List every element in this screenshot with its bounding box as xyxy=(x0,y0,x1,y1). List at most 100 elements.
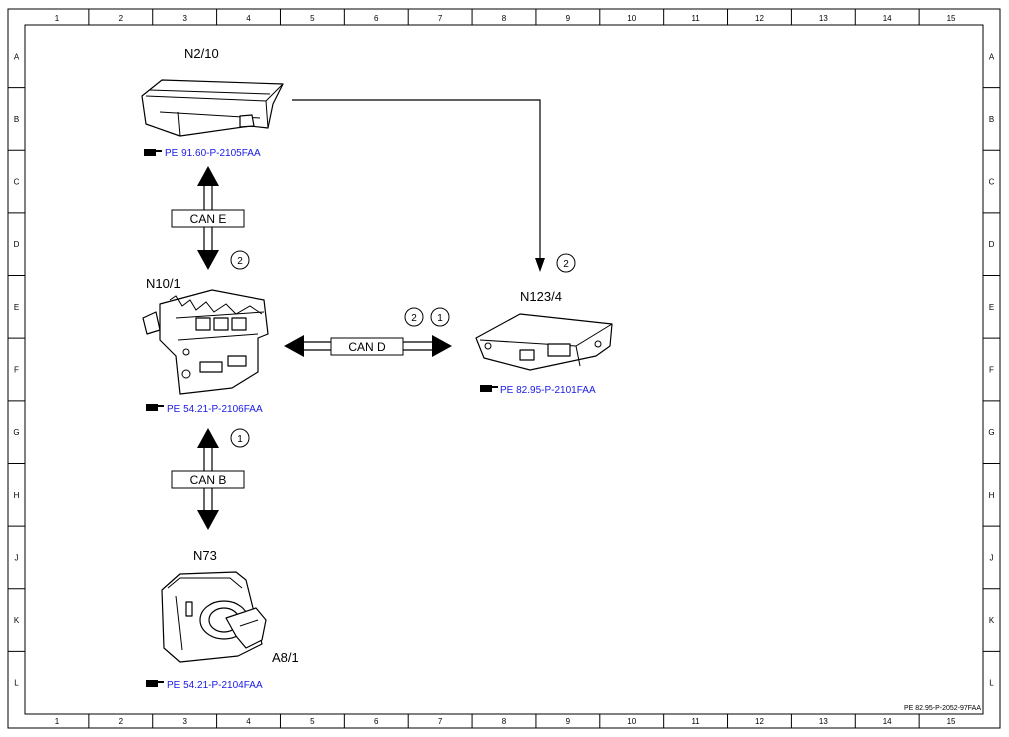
grid-col-label-bottom: 11 xyxy=(691,717,700,726)
grid-row-label-right: B xyxy=(989,115,994,124)
grid-row-label-right: D xyxy=(989,240,995,249)
grid-row-label-left: D xyxy=(14,240,20,249)
can-d-label-box xyxy=(330,337,404,356)
marker-can-d-1: 1 xyxy=(430,307,450,327)
marker-can-e: 2 xyxy=(230,250,250,270)
can-d-arrow-right xyxy=(432,335,452,357)
svg-text:1: 1 xyxy=(437,313,443,324)
can-b-arrow-down xyxy=(197,510,219,530)
grid-col-label-top: 6 xyxy=(374,14,379,23)
component-n2-10: N2/10 PE 91.60-P-2105FAA xyxy=(141,46,284,159)
n2-10-reference[interactable]: PE 91.60-P-2105FAA xyxy=(144,148,261,159)
grid-row-label-left: L xyxy=(14,679,19,688)
can-d-arrow-left xyxy=(284,335,304,357)
grid-col-label-bottom: 9 xyxy=(566,717,571,726)
grid-col-label-top: 13 xyxy=(819,14,828,23)
grid-col-label-top: 3 xyxy=(182,14,187,23)
grid-row-label-left: A xyxy=(14,52,20,61)
grid-col-label-top: 12 xyxy=(755,14,764,23)
grid-col-label-top: 15 xyxy=(947,14,956,23)
svg-text:1: 1 xyxy=(237,434,243,445)
grid-col-label-top: 5 xyxy=(310,14,315,23)
grid-row-label-left: B xyxy=(14,115,19,124)
n73-reference[interactable]: PE 54.21-P-2104FAA xyxy=(146,680,263,691)
n123-4-module-drawing xyxy=(475,313,613,371)
grid-row-label-left: G xyxy=(13,428,19,437)
grid-col-label-top: 11 xyxy=(691,14,700,23)
can-b-bus: CAN B xyxy=(171,428,245,530)
grid-row-label-right: C xyxy=(989,178,995,187)
grid-col-label-bottom: 13 xyxy=(819,717,828,726)
grid-col-label-top: 10 xyxy=(627,14,636,23)
grid-col-label-top: 4 xyxy=(246,14,251,23)
grid-row-label-right: F xyxy=(989,366,994,375)
can-e-bus: CAN E xyxy=(171,166,245,270)
svg-text:2: 2 xyxy=(563,259,569,270)
grid-col-label-bottom: 15 xyxy=(947,717,956,726)
pointing-hand-icon xyxy=(144,149,162,156)
grid-col-label-top: 8 xyxy=(502,14,507,23)
grid-row-label-left: E xyxy=(14,303,19,312)
n10-1-reference[interactable]: PE 54.21-P-2106FAA xyxy=(146,404,263,415)
n123-4-ref-text[interactable]: PE 82.95-P-2101FAA xyxy=(500,385,596,396)
can-e-label: CAN E xyxy=(190,212,227,226)
component-n73: N73 A8/1 PE 54.21-P-2104FAA xyxy=(146,548,299,691)
can-d-label: CAN D xyxy=(348,340,386,354)
grid-row-label-right: K xyxy=(989,616,995,625)
grid-col-label-top: 9 xyxy=(566,14,571,23)
outer-frame xyxy=(7,8,1001,729)
can-e-arrow-down xyxy=(197,250,219,270)
grid-col-label-bottom: 12 xyxy=(755,717,764,726)
n73-module-drawing xyxy=(161,571,267,663)
n2-10-ref-text[interactable]: PE 91.60-P-2105FAA xyxy=(165,148,261,159)
n10-1-ref-text[interactable]: PE 54.21-P-2106FAA xyxy=(167,404,263,415)
svg-text:2: 2 xyxy=(411,313,417,324)
marker-can-d-2: 2 xyxy=(404,307,424,327)
grid-row-label-left: K xyxy=(14,616,20,625)
grid-col-label-bottom: 4 xyxy=(246,717,251,726)
link-n2-10-to-n123-4 xyxy=(292,99,545,272)
grid-col-label-bottom: 7 xyxy=(438,717,443,726)
grid-row-label-right: L xyxy=(989,679,994,688)
svg-text:2: 2 xyxy=(237,256,243,267)
can-d-bus: CAN D xyxy=(284,335,452,357)
can-b-label-box xyxy=(171,470,245,489)
grid-col-label-bottom: 8 xyxy=(502,717,507,726)
grid-row-label-right: H xyxy=(989,491,995,500)
component-n123-4: N123/4 PE 82.95-P-2101FAA xyxy=(475,289,613,396)
grid-col-label-top: 14 xyxy=(883,14,892,23)
can-e-arrow-up xyxy=(197,166,219,186)
n73-sublabel-a8-1: A8/1 xyxy=(272,650,299,665)
grid-col-label-bottom: 1 xyxy=(55,717,60,726)
can-b-label: CAN B xyxy=(190,473,227,487)
drawing-frame xyxy=(24,24,984,715)
grid-row-label-right: J xyxy=(990,553,994,562)
grid-col-label-bottom: 14 xyxy=(883,717,892,726)
pointing-hand-icon xyxy=(480,385,498,392)
marker-can-b: 1 xyxy=(230,428,250,448)
n73-label: N73 xyxy=(193,548,217,563)
n123-4-reference[interactable]: PE 82.95-P-2101FAA xyxy=(480,385,596,396)
grid-col-label-top: 1 xyxy=(55,14,60,23)
grid-col-label-bottom: 5 xyxy=(310,717,315,726)
can-e-label-box xyxy=(171,209,245,228)
grid-col-label-bottom: 6 xyxy=(374,717,379,726)
marker-n123-4-top: 2 xyxy=(556,253,576,273)
grid-col-label-bottom: 3 xyxy=(182,717,187,726)
pointing-hand-icon xyxy=(146,680,164,687)
n10-1-module-drawing xyxy=(142,289,269,395)
grid-col-label-bottom: 10 xyxy=(627,717,636,726)
grid-row-label-left: J xyxy=(15,553,19,562)
can-b-arrow-up xyxy=(197,428,219,448)
grid-row-label-right: E xyxy=(989,303,994,312)
grid-col-label-bottom: 2 xyxy=(119,717,124,726)
pointing-hand-icon xyxy=(146,404,164,411)
doc-id-footer: PE 82.95-P-2052-97FAA xyxy=(904,705,981,712)
n73-ref-text[interactable]: PE 54.21-P-2104FAA xyxy=(167,680,263,691)
grid-row-label-left: C xyxy=(14,178,20,187)
grid-row-label-right: G xyxy=(988,428,994,437)
